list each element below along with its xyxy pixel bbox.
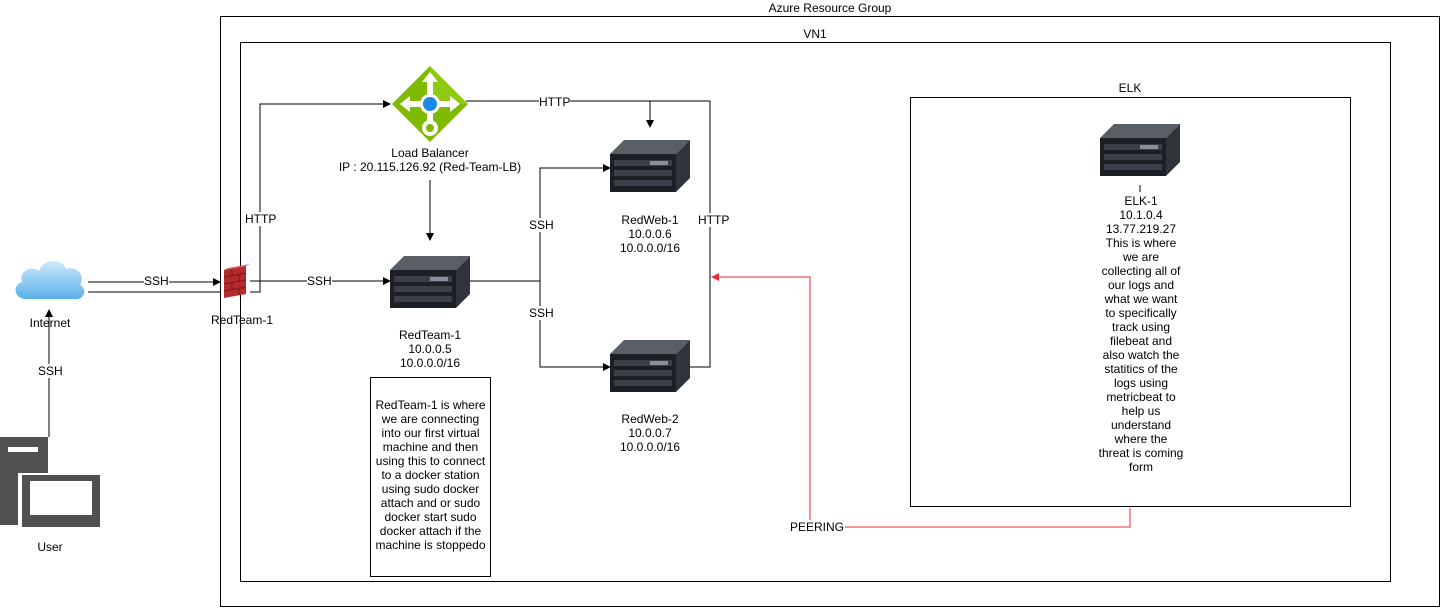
jumpbox-ip: 10.0.0.5	[408, 342, 452, 356]
edge-label-jump-web2: SSH	[529, 306, 554, 320]
edge-firewall-lb	[250, 100, 391, 293]
web1-label: RedWeb-1 10.0.0.6 10.0.0.0/16	[590, 213, 710, 255]
azure-resource-group-container	[220, 16, 1440, 607]
edge-label-web-right: HTTP	[698, 213, 730, 227]
user-label: User	[37, 540, 63, 554]
azure-resource-group-title: Azure Resource Group	[768, 1, 892, 15]
edge-label-lb-web: HTTP	[539, 95, 571, 109]
edge-jump-web1	[539, 164, 611, 281]
desktop-computer-icon	[0, 437, 102, 527]
internet-label: Internet	[29, 316, 71, 330]
edge-label-peering: PEERING	[790, 520, 845, 534]
web2-label: RedWeb-2 10.0.0.7 10.0.0.0/16	[590, 412, 710, 454]
load-balancer-ip: IP : 20.115.126.92 (Red-Team-LB)	[338, 160, 522, 174]
jumpbox-note-box	[370, 377, 491, 577]
web1-name: RedWeb-1	[621, 213, 679, 227]
server-icon	[1100, 124, 1180, 176]
web1-ip: 10.0.0.6	[628, 227, 672, 241]
edge-label-jump-web1: SSH	[529, 218, 554, 232]
elk1-ip: 10.1.0.4	[1119, 208, 1163, 222]
elk-title: ELK	[1118, 81, 1142, 95]
elk-container	[910, 97, 1351, 507]
server-icon	[390, 256, 470, 308]
cloud-icon	[15, 260, 85, 300]
edge-jump-web2	[539, 281, 611, 371]
server-icon	[610, 140, 690, 192]
vn1-container	[240, 42, 1391, 582]
load-balancer-label: Load Balancer IP : 20.115.126.92 (Red-Te…	[320, 146, 540, 174]
edge-label-internet-firewall: SSH	[144, 274, 169, 288]
elk1-name: ELK-1	[1124, 194, 1158, 208]
elk1-public-ip: 13.77.219.27	[1105, 222, 1177, 236]
vn1-title: VN1	[803, 27, 827, 41]
edge-label-user-internet: SSH	[38, 364, 63, 378]
edge-peering	[712, 277, 1131, 528]
load-balancer-icon	[392, 66, 468, 142]
jumpbox-note: RedTeam-1 is where we are connecting int…	[375, 398, 486, 552]
web2-name: RedWeb-2	[621, 412, 679, 426]
load-balancer-name: Load Balancer	[391, 146, 469, 160]
elk1-description: This is where we are collecting all of o…	[1098, 236, 1184, 474]
jumpbox-name: RedTeam-1	[398, 328, 462, 342]
jumpbox-label: RedTeam-1 10.0.0.5 10.0.0.0/16	[370, 328, 490, 370]
edge-label-firewall-jumpbox: SSH	[307, 274, 332, 288]
web2-ip: 10.0.0.7	[628, 426, 672, 440]
server-icon	[610, 340, 690, 392]
web2-subnet: 10.0.0.0/16	[619, 440, 681, 454]
elk1-label: ELK-1 10.1.0.4 13.77.219.27 This is wher…	[1098, 194, 1184, 474]
web1-subnet: 10.0.0.0/16	[619, 241, 681, 255]
firewall-label: RedTeam-1	[210, 313, 274, 327]
edge-label-firewall-lb: HTTP	[245, 212, 277, 226]
firewall-icon	[223, 264, 250, 298]
jumpbox-subnet: 10.0.0.0/16	[399, 356, 461, 370]
